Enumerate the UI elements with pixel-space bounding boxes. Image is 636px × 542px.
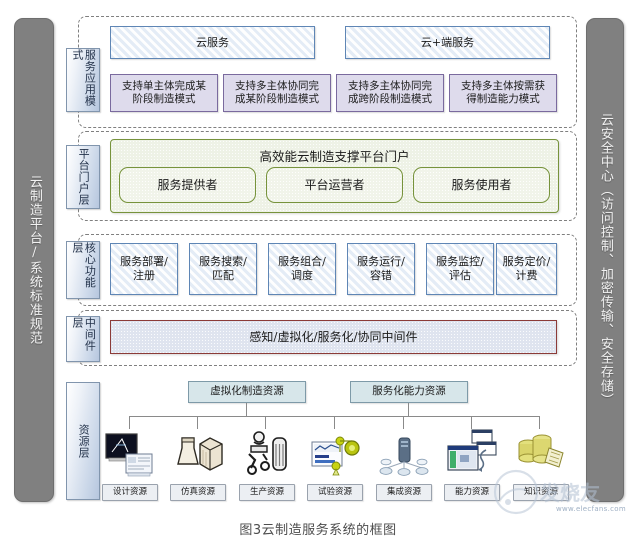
core-function-label: 服务组合/调度 [278, 255, 326, 282]
mode-box-multi-entity-cross-stage[interactable]: 支持多主体协同完成跨阶段制造模式 [336, 74, 444, 112]
middleware-box[interactable]: 感知/虚拟化/服务化/协同中间件 [110, 320, 557, 354]
service-box-cloud-service[interactable]: 云服务 [110, 26, 315, 59]
standard-spec-sidebar-label: 云制造平台/系统标准规范 [26, 175, 42, 345]
portal-role-platform-operator[interactable]: 平台运营者 [266, 167, 403, 203]
connector-pool-virtualized-drop [246, 403, 247, 416]
mode-box-multi-entity-single-stage[interactable]: 支持多主体协同完成某阶段制造模式 [223, 74, 331, 112]
core-function-service-pricing-billing[interactable]: 服务定价/计费 [496, 243, 557, 295]
connector-drop-integration [403, 416, 404, 429]
core-function-label: 服务监控/评估 [436, 255, 484, 282]
mode-box-on-demand-capability[interactable]: 支持多主体按需获得制造能力模式 [449, 74, 557, 112]
platform-portal-panel: 高效能云制造支撑平台门户 服务提供者 平台运营者 服务使用者 [110, 139, 559, 213]
resource-item-experiment[interactable]: 试验资源 [307, 484, 363, 501]
connector-drop-knowledge [539, 416, 540, 429]
layer-tab-service-application-mode: 服务应用模式 [66, 48, 100, 112]
resource-pool-label: 虚拟化制造资源 [210, 385, 284, 398]
resource-item-label: 仿真资源 [180, 487, 215, 498]
resource-item-label: 生产资源 [249, 487, 284, 498]
resource-pool-servitized-capability[interactable]: 服务化能力资源 [350, 381, 468, 403]
connector-drop-experiment [334, 416, 335, 429]
core-function-service-search-match[interactable]: 服务搜索/匹配 [189, 243, 257, 295]
layer-tab-core-function: 核心功能层 [66, 241, 100, 299]
connector-drop-production [265, 416, 266, 429]
resource-item-label: 知识资源 [523, 487, 558, 498]
service-box-label: 云服务 [196, 35, 229, 49]
figure-caption: 图3云制造服务系统的框图 [239, 523, 397, 538]
core-function-service-monitor-evaluate[interactable]: 服务监控/评估 [426, 243, 494, 295]
middleware-label: 感知/虚拟化/服务化/协同中间件 [249, 329, 418, 344]
integration-network-icon [379, 432, 429, 478]
portal-role-service-provider[interactable]: 服务提供者 [119, 167, 256, 203]
cloud-security-center-sidebar-label: 云安全中心（访问控制、加密传输、安全存储） [597, 113, 613, 407]
layer-tab-label: 资源层 [77, 423, 91, 459]
layer-tab-label: 核心功能层 [71, 242, 97, 288]
portal-role-label: 服务提供者 [157, 177, 218, 192]
connector-drop-capability [471, 416, 472, 429]
experiment-chart-icon [310, 432, 362, 478]
service-box-label: 云+端服务 [420, 35, 475, 49]
core-function-label: 服务定价/计费 [502, 255, 551, 282]
design-monitor-icon [104, 432, 156, 478]
capability-screen-icon [446, 428, 500, 478]
platform-portal-title: 高效能云制造支撑平台门户 [259, 149, 410, 164]
resource-item-capability[interactable]: 能力资源 [444, 484, 500, 501]
service-box-cloud-plus-terminal-service[interactable]: 云+端服务 [345, 26, 550, 59]
layer-tab-label: 服务应用模式 [71, 49, 97, 107]
knowledge-database-icon [516, 430, 568, 478]
production-machine-icon [243, 430, 291, 478]
cloud-security-center-sidebar: 云安全中心（访问控制、加密传输、安全存储） [586, 18, 624, 502]
connector-drop-simulation [197, 416, 198, 429]
resource-item-label: 设计资源 [112, 487, 147, 498]
core-function-label: 服务搜索/匹配 [199, 255, 247, 282]
core-function-service-deploy-register[interactable]: 服务部署/注册 [110, 243, 178, 295]
resource-item-production[interactable]: 生产资源 [239, 484, 295, 501]
mode-box-label: 支持多主体协同完成跨阶段制造模式 [348, 79, 432, 105]
portal-role-label: 服务使用者 [451, 177, 512, 192]
mode-box-single-entity-single-stage[interactable]: 支持单主体完成某阶段制造模式 [110, 74, 218, 112]
resource-item-label: 集成资源 [386, 487, 421, 498]
layer-tab-resource: 资源层 [66, 382, 100, 500]
resource-item-label: 能力资源 [454, 487, 489, 498]
resource-item-design[interactable]: 设计资源 [102, 484, 158, 501]
portal-role-service-consumer[interactable]: 服务使用者 [413, 167, 550, 203]
resource-pool-virtualized-manufacturing[interactable]: 虚拟化制造资源 [188, 381, 306, 403]
connector-pool-capability-drop [408, 403, 409, 416]
simulation-part-icon [174, 432, 224, 478]
mode-box-label: 支持多主体协同完成某阶段制造模式 [235, 79, 319, 105]
layer-tab-platform-portal: 平台门户层 [66, 145, 100, 209]
standard-spec-sidebar: 云制造平台/系统标准规范 [14, 18, 54, 502]
resource-item-knowledge[interactable]: 知识资源 [513, 484, 569, 501]
watermark-url: www.elecfans.com [556, 505, 626, 513]
svg-text:发烧友: 发烧友 [539, 481, 600, 505]
resource-item-integration[interactable]: 集成资源 [376, 484, 432, 501]
layer-tab-middleware: 中间件层 [66, 316, 100, 362]
core-function-label: 服务部署/注册 [120, 255, 168, 282]
portal-role-label: 平台运营者 [304, 177, 365, 192]
resource-item-label: 试验资源 [317, 487, 352, 498]
core-function-label: 服务运行/容错 [357, 255, 405, 282]
layer-tab-label: 中间件层 [71, 317, 97, 352]
resource-pool-label: 服务化能力资源 [372, 385, 446, 398]
mode-box-label: 支持单主体完成某阶段制造模式 [122, 79, 206, 105]
layer-tab-label: 平台门户层 [77, 148, 91, 206]
mode-box-label: 支持多主体按需获得制造能力模式 [461, 79, 545, 105]
connector-drop-design [129, 416, 130, 429]
core-function-service-run-faulttolerance[interactable]: 服务运行/容错 [347, 243, 415, 295]
core-function-service-compose-schedule[interactable]: 服务组合/调度 [268, 243, 336, 295]
site-watermark: 发烧友 [492, 466, 632, 522]
resource-item-simulation[interactable]: 仿真资源 [170, 484, 226, 501]
